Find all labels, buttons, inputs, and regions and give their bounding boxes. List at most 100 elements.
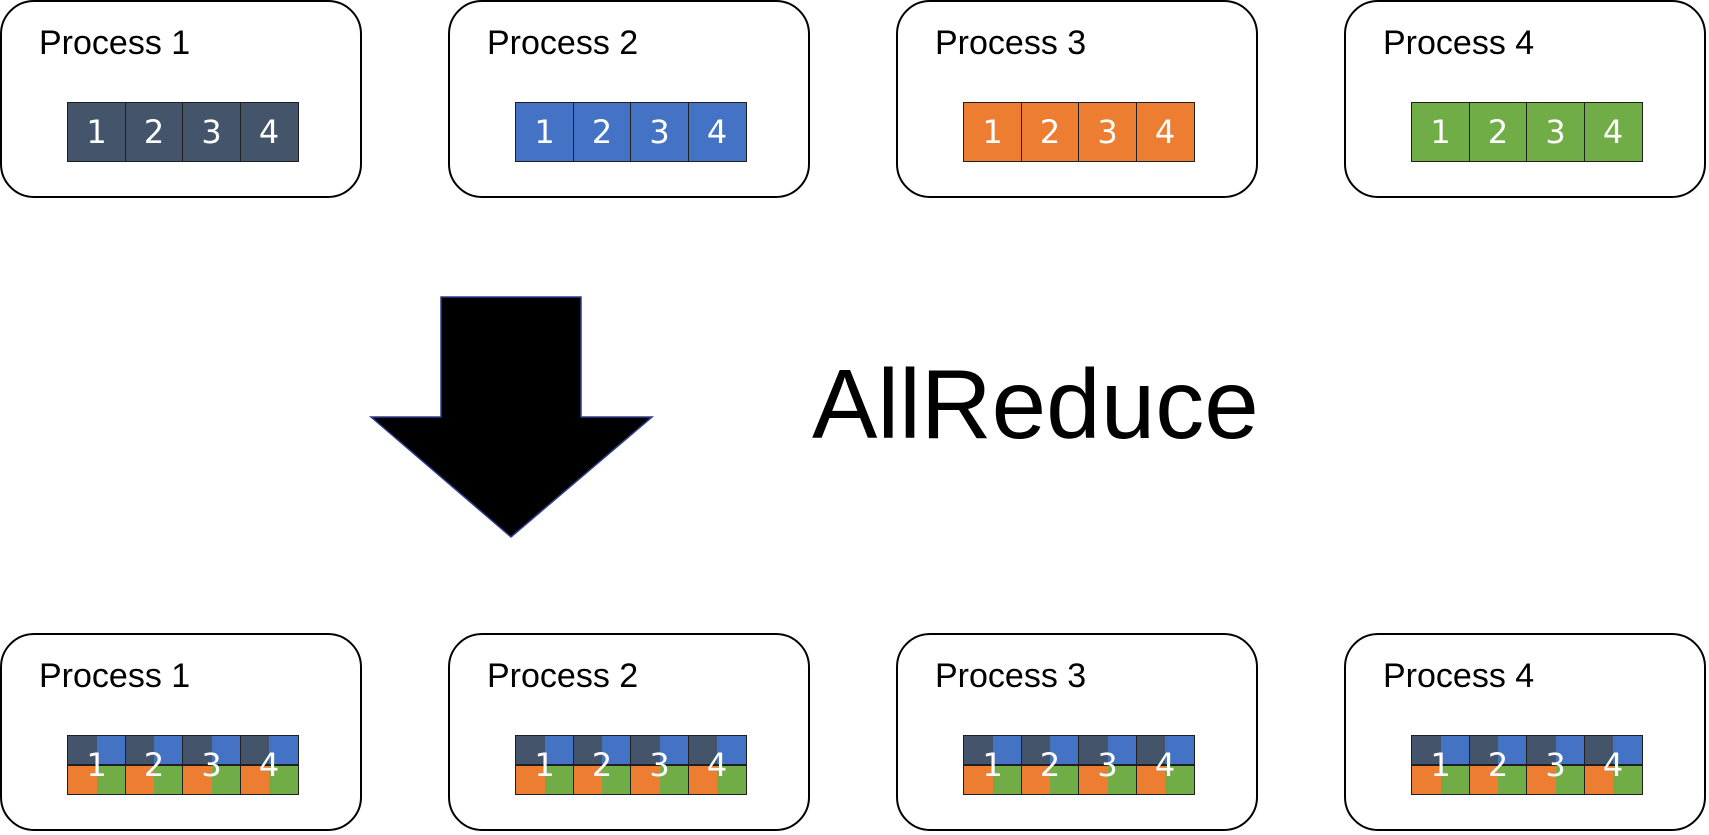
cell-number: 3 bbox=[1097, 113, 1118, 151]
reduced-vector-cells: 1 2 3 4 bbox=[515, 735, 747, 795]
quadrant-divider bbox=[1527, 764, 1584, 766]
quadrant-process-3 bbox=[68, 765, 97, 794]
cell-number: 3 bbox=[201, 113, 222, 151]
quadrant-process-2 bbox=[211, 736, 240, 765]
quadrant-process-4 bbox=[1050, 765, 1079, 794]
cell-number: 2 bbox=[1487, 113, 1509, 151]
cell-number: 3 bbox=[1545, 113, 1566, 151]
quadrant-process-1 bbox=[516, 736, 545, 765]
quadrant-process-1 bbox=[1469, 736, 1498, 765]
quadrant-process-3 bbox=[688, 765, 717, 794]
quadrant-process-2 bbox=[96, 736, 125, 765]
quadrant-process-3 bbox=[1136, 765, 1165, 794]
reduced-cell: 3 bbox=[1526, 735, 1585, 795]
quadrant-process-2 bbox=[659, 736, 688, 765]
reduced-vector-cells: 1 2 3 4 bbox=[67, 735, 299, 795]
quadrant-process-1 bbox=[68, 736, 97, 765]
quadrant-divider bbox=[1136, 764, 1194, 766]
vector-cell: 2 bbox=[572, 102, 632, 162]
cell-number: 2 bbox=[591, 113, 613, 151]
quadrant-process-3 bbox=[240, 765, 269, 794]
quadrant-process-3 bbox=[1412, 765, 1441, 794]
reduced-cell: 4 bbox=[1583, 735, 1643, 795]
reduced-cell: 2 bbox=[124, 735, 184, 795]
quadrant-process-4 bbox=[602, 765, 631, 794]
reduced-cell: 3 bbox=[630, 735, 689, 795]
quadrant-process-1 bbox=[1021, 736, 1050, 765]
quadrant-process-2 bbox=[1613, 736, 1642, 765]
vector-cell: 3 bbox=[182, 102, 241, 162]
vector-cell: 1 bbox=[963, 102, 1022, 162]
reduced-cell: 1 bbox=[67, 735, 126, 795]
quadrant-process-4 bbox=[992, 765, 1021, 794]
cell-number: 1 bbox=[1430, 113, 1451, 151]
vector-cell: 2 bbox=[124, 102, 184, 162]
vector-cell: 3 bbox=[1078, 102, 1137, 162]
quadrant-process-4 bbox=[717, 765, 746, 794]
vector-cell: 3 bbox=[630, 102, 689, 162]
quadrant-process-1 bbox=[688, 736, 717, 765]
reduced-cell: 2 bbox=[1468, 735, 1528, 795]
quadrant-process-1 bbox=[183, 736, 212, 765]
reduced-cell: 3 bbox=[182, 735, 241, 795]
quadrant-process-4 bbox=[154, 765, 183, 794]
cell-number: 4 bbox=[706, 113, 728, 151]
reduced-cell: 1 bbox=[515, 735, 574, 795]
process-title: Process 3 bbox=[935, 24, 1087, 62]
reduced-cell: 4 bbox=[1135, 735, 1195, 795]
cell-number: 4 bbox=[258, 746, 280, 784]
quadrant-process-2 bbox=[1107, 736, 1136, 765]
cell-number: 2 bbox=[143, 746, 165, 784]
cell-number: 2 bbox=[1487, 746, 1509, 784]
quadrant-process-3 bbox=[1021, 765, 1050, 794]
vector-cell: 1 bbox=[67, 102, 126, 162]
quadrant-process-4 bbox=[1165, 765, 1194, 794]
cell-number: 3 bbox=[649, 746, 670, 784]
reduced-vector-cells: 1 2 3 4 bbox=[963, 735, 1195, 795]
process-box-after-4: Process 4 1 2 3 4 bbox=[1344, 633, 1706, 831]
process-title: Process 2 bbox=[487, 24, 639, 62]
process-box-after-3: Process 3 1 2 3 4 bbox=[896, 633, 1258, 831]
process-box-before-1: Process 1 1 2 3 4 bbox=[0, 0, 362, 198]
quadrant-process-4 bbox=[211, 765, 240, 794]
quadrant-process-2 bbox=[154, 736, 183, 765]
quadrant-process-4 bbox=[269, 765, 298, 794]
quadrant-process-1 bbox=[125, 736, 154, 765]
quadrant-process-1 bbox=[964, 736, 993, 765]
quadrant-process-4 bbox=[1498, 765, 1527, 794]
cell-number: 1 bbox=[86, 746, 107, 784]
quadrant-process-3 bbox=[1527, 765, 1556, 794]
quadrant-process-3 bbox=[1079, 765, 1108, 794]
quadrant-process-1 bbox=[240, 736, 269, 765]
quadrant-process-1 bbox=[1584, 736, 1613, 765]
quadrant-process-1 bbox=[1136, 736, 1165, 765]
cell-number: 1 bbox=[86, 113, 107, 151]
cell-number: 3 bbox=[201, 746, 222, 784]
vector-cell: 2 bbox=[1468, 102, 1528, 162]
vector-cell: 3 bbox=[1526, 102, 1585, 162]
vector-cell: 2 bbox=[1020, 102, 1080, 162]
cell-number: 2 bbox=[591, 746, 613, 784]
cell-number: 4 bbox=[1154, 746, 1176, 784]
quadrant-process-4 bbox=[96, 765, 125, 794]
reduced-cell: 1 bbox=[1411, 735, 1470, 795]
vector-cell: 4 bbox=[1583, 102, 1643, 162]
process-title: Process 4 bbox=[1383, 657, 1535, 695]
cell-number: 1 bbox=[982, 746, 1003, 784]
quadrant-divider bbox=[1079, 764, 1136, 766]
quadrant-divider bbox=[688, 764, 746, 766]
cell-number: 1 bbox=[534, 746, 555, 784]
reduced-vector-cells: 1 2 3 4 bbox=[1411, 735, 1643, 795]
process-box-before-3: Process 3 1 2 3 4 bbox=[896, 0, 1258, 198]
quadrant-process-3 bbox=[125, 765, 154, 794]
quadrant-process-3 bbox=[573, 765, 602, 794]
quadrant-process-4 bbox=[1613, 765, 1642, 794]
process-box-after-1: Process 1 1 2 3 4 bbox=[0, 633, 362, 831]
quadrant-process-3 bbox=[516, 765, 545, 794]
vector-cells: 1 2 3 4 bbox=[1411, 102, 1643, 162]
process-title: Process 1 bbox=[39, 24, 191, 62]
quadrant-process-4 bbox=[1107, 765, 1136, 794]
quadrant-process-1 bbox=[573, 736, 602, 765]
quadrant-process-3 bbox=[964, 765, 993, 794]
